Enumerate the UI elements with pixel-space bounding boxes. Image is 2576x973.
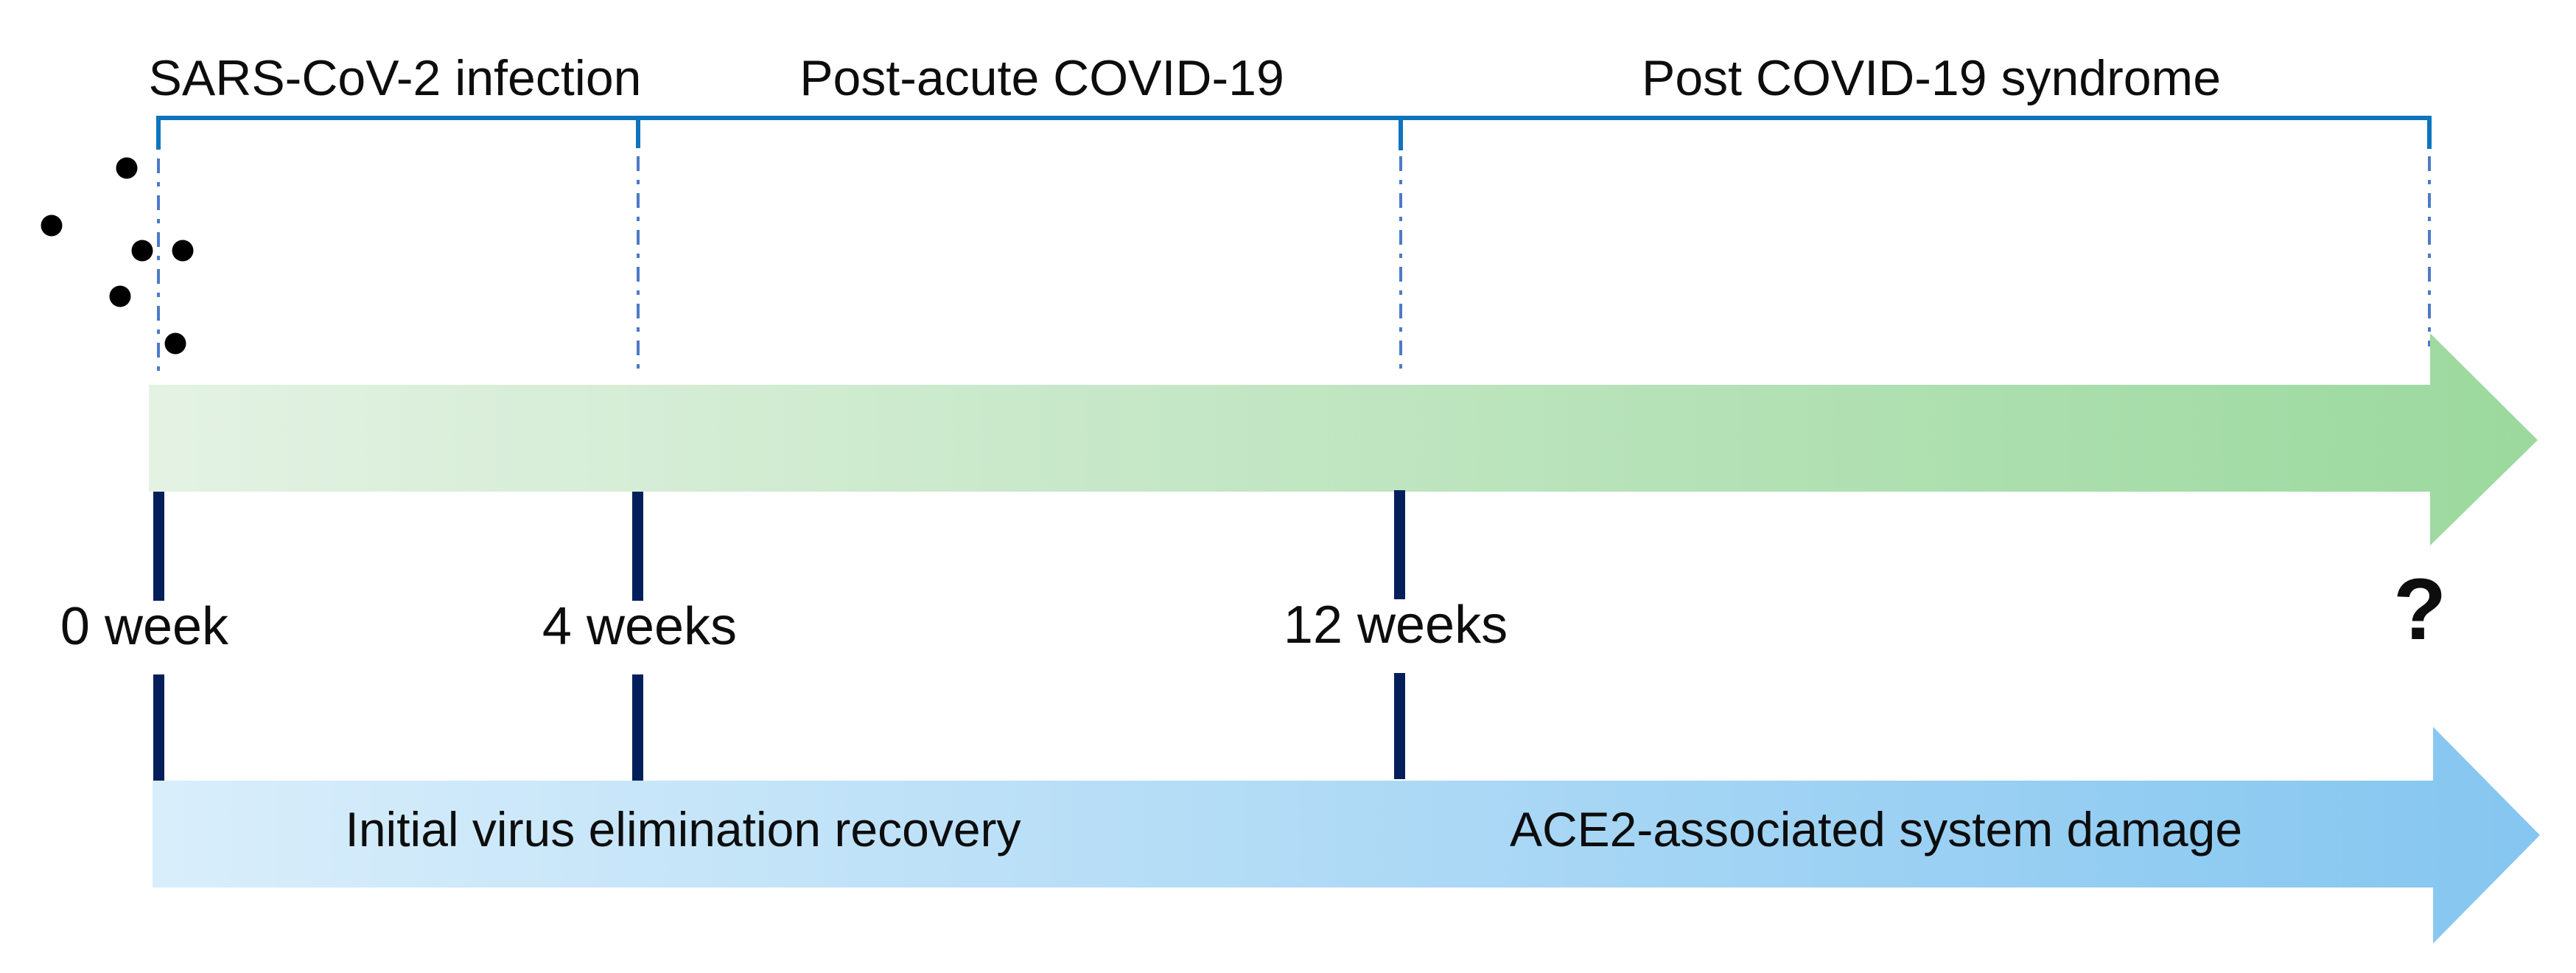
virus-icon — [111, 153, 142, 184]
milestone-tick-lower-12weeks — [1394, 673, 1405, 779]
process-label-initial-virus-elimination-recovery: Initial virus elimination recovery — [345, 802, 1021, 857]
phase-label-sars-cov-2-infection: SARS-CoV-2 infection — [148, 50, 642, 106]
milestone-tick-upper-12weeks — [1394, 490, 1405, 599]
virus-icon — [127, 235, 158, 266]
process-label-ace2-associated-system-damage: ACE2-associated system damage — [1509, 802, 2243, 857]
virus-icon — [36, 210, 67, 241]
milestone-label-12-weeks: 12 weeks — [1283, 596, 1508, 655]
phase-bracket — [156, 116, 2432, 150]
virus-icon — [167, 235, 198, 266]
virus-icon — [160, 328, 191, 359]
milestone-tick-upper-4weeks — [632, 492, 643, 601]
milestone-label-0-week: 0 week — [60, 597, 229, 656]
timeline-end-question-mark: ? — [2393, 561, 2447, 658]
milestone-tick-lower-4weeks — [632, 674, 643, 781]
phase-label-post-covid-19-syndrome: Post COVID-19 syndrome — [1641, 50, 2222, 106]
phase-label-post-acute-covid-19: Post-acute COVID-19 — [799, 50, 1284, 106]
milestone-tick-lower-0week — [153, 674, 164, 781]
milestone-label-4-weeks: 4 weeks — [542, 597, 738, 656]
timeline-arrow-green — [149, 333, 2538, 545]
milestone-tick-upper-0week — [153, 492, 164, 601]
process-arrow-blue — [153, 727, 2540, 944]
virus-icon — [105, 281, 136, 312]
